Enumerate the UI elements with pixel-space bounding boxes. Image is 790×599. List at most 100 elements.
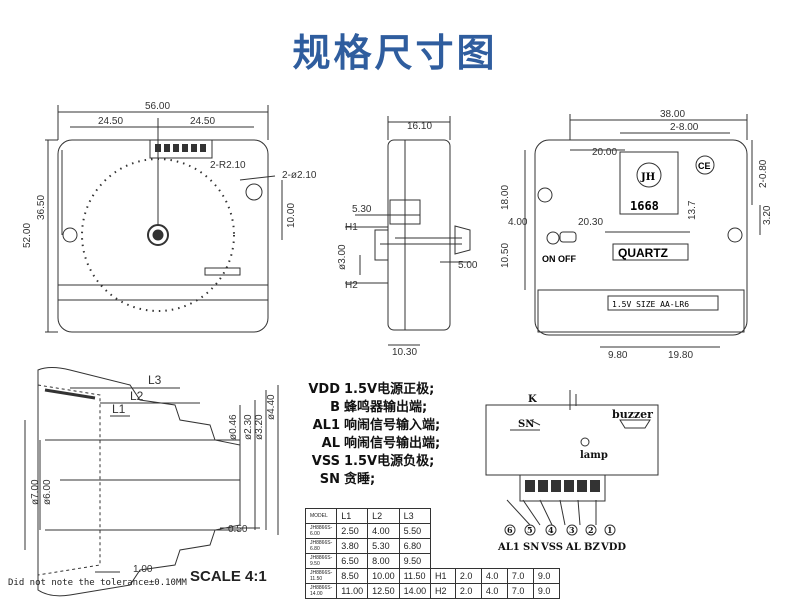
dim-back-bt2: 19.80 [668, 350, 693, 361]
dim-back-v3: 20.30 [578, 217, 603, 228]
circuit-diagram [485, 390, 659, 536]
legend-key: AL [322, 436, 340, 451]
pin-label: AL1 [497, 542, 520, 553]
dim-side-a: 5.30 [352, 204, 372, 215]
circuit-pin-nums: 6 5 4 3 2 1 [507, 525, 613, 535]
legend-key: VSS [312, 454, 340, 469]
circuit-k: K [528, 394, 537, 405]
model-number: 1668 [630, 199, 659, 213]
dim-l3: L3 [148, 373, 162, 387]
legend-value: 1.5V电源负极; [344, 453, 434, 469]
dim-back-v7: 3.20 [762, 205, 773, 225]
quartz-text: QUARTZ [618, 246, 668, 260]
legend-value: 蜂鸣器输出端; [344, 399, 427, 415]
dim-side-h2: H2 [345, 280, 358, 291]
quartz-box [612, 243, 689, 261]
dim-back-v5: 13.7 [687, 200, 698, 220]
pin-label: SN [523, 542, 539, 553]
dim-front-width: 56.00 [145, 101, 170, 112]
dim-front-half2: 24.50 [190, 116, 215, 127]
connector [519, 474, 606, 502]
ce-mark [695, 155, 715, 175]
circuit-pin-labels: AL1 SN VSS AL BZ VDD [497, 542, 626, 553]
circuit-lamp: lamp [580, 450, 608, 461]
dim-l1: L1 [112, 402, 126, 416]
dim-shaft-c: 0.50 [228, 524, 248, 535]
logo-text: JH [640, 172, 655, 183]
side-housing [387, 139, 451, 331]
dim-back-w2: 2-8.00 [670, 122, 699, 133]
mount-hole-right [245, 183, 263, 201]
dim-front-height: 52.00 [22, 223, 33, 248]
mount-hole-left [62, 227, 78, 243]
dim-back-v1: 18.00 [500, 185, 511, 210]
dim-back-v6: 2-0.80 [758, 159, 769, 188]
table-header: L3 [398, 508, 432, 524]
shaft-profile [37, 367, 241, 597]
pin-label: BZ [584, 542, 600, 553]
onoff-text: ON OFF [542, 254, 576, 264]
dim-side-top: 16.10 [407, 121, 432, 132]
ce-text: CE [698, 161, 711, 171]
tolerance-note: Did not note the tolerance±0.10MM [8, 578, 187, 588]
legend-key: VDD [308, 382, 340, 397]
dim-back-w: 38.00 [660, 109, 685, 120]
legend-key: SN [320, 472, 340, 487]
dim-shaft-d2: ø2.30 [243, 414, 254, 440]
table-header: L2 [367, 508, 400, 524]
dim-front-r: 2-R2.10 [210, 160, 246, 171]
legend-key: B [330, 400, 340, 415]
dim-side-d: ø3.00 [337, 244, 348, 270]
dim-back-v4: 10.50 [500, 243, 511, 268]
dim-shaft-d7: ø7.00 [30, 479, 41, 505]
table-header: MODEL [304, 508, 338, 524]
dim-shaft-d3: ø3.20 [254, 414, 265, 440]
dim-back-w3: 20.00 [592, 147, 617, 158]
dim-front-h2: 36.50 [36, 195, 47, 220]
circuit-buzzer: buzzer [612, 408, 653, 421]
pin-num: 3 [569, 525, 575, 535]
legend-key: AL1 [313, 418, 340, 433]
dim-shaft-d1: ø0.46 [228, 414, 239, 440]
dim-l2: L2 [130, 389, 144, 403]
dim-back-v2: 4.00 [508, 217, 528, 228]
battery-compartment [537, 289, 745, 333]
onoff-switch [546, 231, 560, 245]
dim-shaft-b: 1.00 [133, 564, 153, 575]
table-header: L1 [336, 508, 369, 524]
logo-box [619, 151, 679, 215]
pin-label: VDD [600, 542, 626, 553]
pin-num: 6 [507, 525, 513, 535]
dim-side-h1: H1 [345, 222, 358, 233]
scale-label: SCALE 4:1 [190, 568, 267, 585]
dim-back-bt1: 9.80 [608, 350, 628, 361]
battery-label-box [607, 295, 719, 311]
terminal-block [149, 139, 213, 159]
dim-front-d: 2-ø2.10 [282, 170, 317, 181]
pin-num: 4 [548, 525, 554, 535]
legend-value: 1.5V电源正极; [344, 381, 434, 397]
pin-label: VSS [540, 542, 563, 553]
pin-num: 2 [588, 525, 594, 535]
battery-text: 1.5V SIZE AA-LR6 [612, 300, 689, 309]
legend-value: 响闹信号输入端; [344, 417, 440, 433]
pin-num: 5 [527, 525, 533, 535]
back-housing [534, 139, 748, 336]
dim-front-half1: 24.50 [98, 116, 123, 127]
legend-value: 贪睡; [343, 471, 375, 487]
dim-shaft-d6: ø6.00 [42, 479, 53, 505]
pin-label: AL [565, 542, 581, 553]
dim-front-tab: 10.00 [286, 203, 297, 228]
dim-side-b: 5.00 [458, 260, 478, 271]
dim-side-bottom: 10.30 [392, 347, 417, 358]
